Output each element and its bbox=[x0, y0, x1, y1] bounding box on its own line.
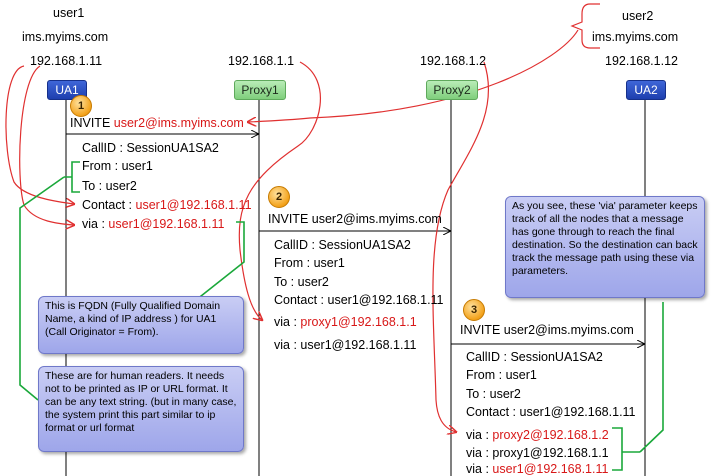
msg2-callid: CallID : SessionUA1SA2 bbox=[274, 238, 411, 252]
green-link-human-note bbox=[19, 176, 65, 401]
ua2-user: user2 bbox=[622, 9, 654, 23]
msg1-callid: CallID : SessionUA1SA2 bbox=[82, 141, 219, 155]
msg2-from: From : user1 bbox=[274, 256, 345, 270]
ua2-ip: 192.168.1.12 bbox=[605, 54, 678, 68]
msg2-to: To : user2 bbox=[274, 275, 329, 289]
msg1-from: From : user1 bbox=[82, 159, 153, 173]
green-brace-via-list bbox=[612, 427, 640, 471]
ua1-user: user1 bbox=[53, 6, 85, 20]
ua2-domain: ims.myims.com bbox=[592, 30, 679, 44]
green-link-fqdn-note bbox=[195, 221, 245, 301]
msg3-via1-value: proxy2@192.168.1.2 bbox=[492, 428, 609, 442]
msg1-via-label: via : bbox=[82, 217, 105, 231]
msg3-from: From : user1 bbox=[466, 368, 537, 382]
ua1-domain: ims.myims.com bbox=[22, 30, 109, 44]
msg1-contact-value: user1@192.168.1.11 bbox=[135, 198, 252, 212]
msg2-via1-label: via : bbox=[274, 315, 297, 329]
note-human-readers: These are for human readers. It needs no… bbox=[38, 366, 244, 452]
msg3-via3-value: user1@192.168.1.11 bbox=[492, 462, 609, 476]
msg1-to: To : user2 bbox=[82, 179, 137, 193]
red-link-proxy2-via bbox=[432, 61, 489, 432]
green-link-via-note bbox=[639, 302, 664, 453]
msg1-via-value: user1@192.168.1.11 bbox=[108, 217, 225, 231]
msg1-invite: INVITE user2@ims.myims.com bbox=[70, 116, 244, 131]
step-2-badge: 2 bbox=[268, 186, 290, 208]
msg2-contact: Contact : user1@192.168.1.11 bbox=[274, 293, 444, 307]
msg3-via3: via : user1@192.168.1.11 bbox=[466, 462, 608, 476]
note-fqdn: This is FQDN (Fully Qualified Domain Nam… bbox=[38, 296, 244, 354]
proxy1-node: Proxy1 bbox=[234, 80, 286, 100]
msg1-contact: Contact : user1@192.168.1.11 bbox=[82, 198, 252, 213]
red-brace-ua2 bbox=[570, 3, 600, 49]
ua1-ip: 192.168.1.11 bbox=[30, 54, 103, 68]
red-link-ua1-via bbox=[19, 65, 74, 225]
msg3-callid: CallID : SessionUA1SA2 bbox=[466, 350, 603, 364]
msg1-invite-label: INVITE bbox=[70, 116, 111, 130]
step-3-badge: 3 bbox=[463, 299, 485, 321]
note-via-tracking: As you see, these 'via' parameter keeps … bbox=[505, 196, 705, 298]
ua2-node: UA2 bbox=[626, 80, 666, 100]
msg3-invite: INVITE user2@ims.myims.com bbox=[460, 323, 634, 337]
msg3-contact: Contact : user1@192.168.1.11 bbox=[466, 405, 636, 419]
msg3-via1-label: via : bbox=[466, 428, 489, 442]
msg2-via1: via : proxy1@192.168.1.1 bbox=[274, 315, 417, 330]
red-link-ua1-contact bbox=[5, 65, 74, 204]
msg3-via3-label: via : bbox=[466, 462, 489, 476]
msg2-via2: via : user1@192.168.1.11 bbox=[274, 338, 417, 352]
red-link-ua2-invite bbox=[248, 29, 579, 122]
msg3-via2: via : proxy1@192.168.1.1 bbox=[466, 446, 609, 460]
msg3-to: To : user2 bbox=[466, 387, 521, 401]
proxy1-ip: 192.168.1.1 bbox=[228, 54, 295, 68]
msg1-contact-label: Contact : bbox=[82, 198, 133, 212]
msg1-invite-target: user2@ims.myims.com bbox=[113, 116, 244, 130]
proxy2-node: Proxy2 bbox=[426, 80, 478, 100]
msg3-via1: via : proxy2@192.168.1.2 bbox=[466, 428, 609, 443]
msg2-invite: INVITE user2@ims.myims.com bbox=[268, 212, 442, 226]
step-1-badge: 1 bbox=[70, 95, 92, 117]
msg1-via: via : user1@192.168.1.11 bbox=[82, 217, 224, 232]
green-brace-from-to bbox=[64, 161, 80, 193]
red-link-proxy1-via bbox=[238, 61, 321, 320]
proxy2-ip: 192.168.1.2 bbox=[420, 54, 487, 68]
msg2-via1-value: proxy1@192.168.1.1 bbox=[300, 315, 417, 329]
